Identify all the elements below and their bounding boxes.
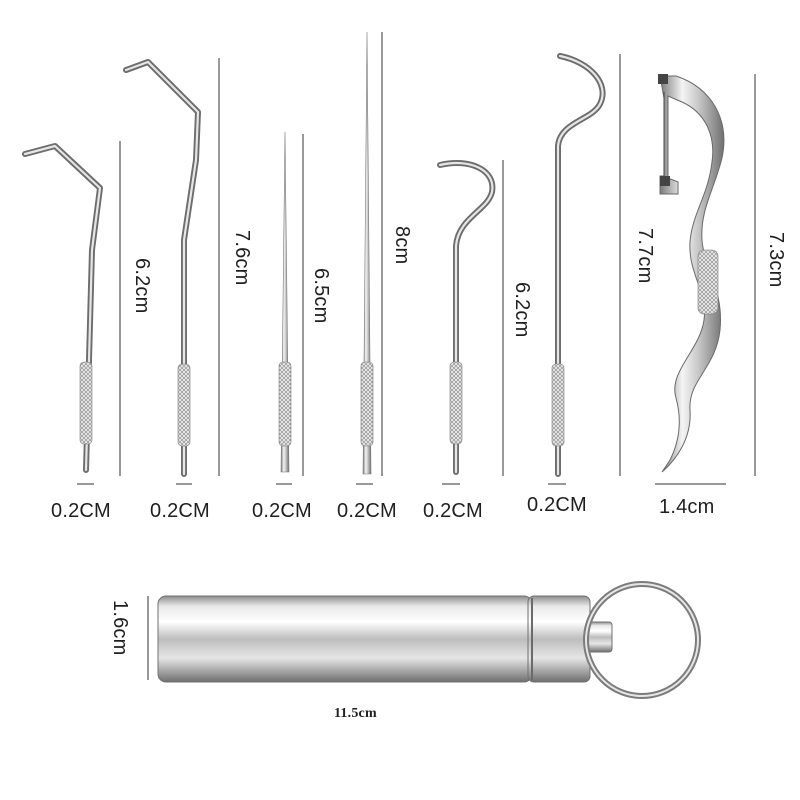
tool-long-needle xyxy=(356,31,383,485)
tool-6-height-label: 7.7cm xyxy=(634,228,656,284)
tool-curved-hook xyxy=(437,160,504,485)
case-width-label: 1.6cm xyxy=(109,600,131,656)
tool-7-width-label: 1.4cm xyxy=(659,496,715,518)
tool-hook-pick-1 xyxy=(22,141,121,485)
tool-4-height-label: 8cm xyxy=(391,226,413,265)
tool-5-width-label: 0.2CM xyxy=(423,500,483,522)
tool-short-needle xyxy=(276,131,304,485)
tool-3-height-label: 6.5cm xyxy=(310,268,332,324)
storage-case xyxy=(147,581,701,699)
tool-1-width-label: 0.2CM xyxy=(51,500,111,522)
tool-round-hook xyxy=(548,53,621,485)
case-length-label: 11.5cm xyxy=(334,706,377,721)
tool-3-width-label: 0.2CM xyxy=(252,500,312,522)
tool-2-height-label: 7.6cm xyxy=(231,230,253,286)
tool-floss-pick xyxy=(655,74,756,485)
tool-2-width-label: 0.2CM xyxy=(150,500,210,522)
tool-5-height-label: 6.2cm xyxy=(511,282,533,338)
tool-6-width-label: 0.2CM xyxy=(527,494,587,516)
tool-1-height-label: 6.2cm xyxy=(131,258,153,314)
tool-hook-pick-2 xyxy=(123,58,220,485)
tool-4-width-label: 0.2CM xyxy=(337,500,397,522)
tool-7-height-label: 7.3cm xyxy=(765,232,787,288)
